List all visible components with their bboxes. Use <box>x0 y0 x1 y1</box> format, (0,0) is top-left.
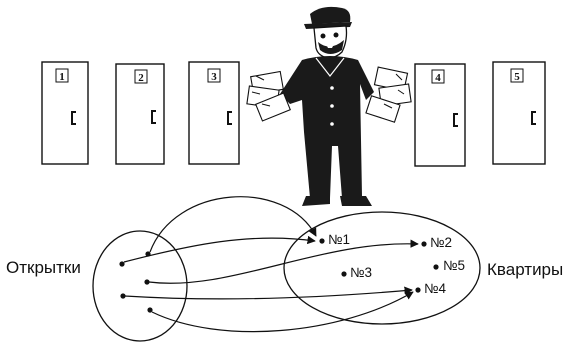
door-number: 3 <box>211 71 217 83</box>
door-handle-icon <box>227 111 232 125</box>
set-label-apartments: Квартиры <box>487 260 563 279</box>
apartment-dot <box>433 264 439 270</box>
door-handle-icon <box>453 113 458 127</box>
postman-illustration <box>246 6 412 206</box>
door-number: 2 <box>138 72 144 84</box>
door-5: 5 <box>492 61 546 165</box>
mapping-arrow <box>123 235 316 263</box>
mapping-arrow <box>124 286 413 300</box>
envelopes-left-icon <box>246 70 291 122</box>
door-number-box <box>134 69 148 84</box>
apartment-label-2: №2 <box>430 235 452 250</box>
apartment-dot <box>415 287 421 293</box>
postcards-set <box>92 230 188 342</box>
postcard-dot <box>120 293 126 299</box>
door-number: 4 <box>435 72 441 84</box>
postcard-dot <box>147 307 153 313</box>
door-handle-icon <box>71 111 76 125</box>
mapping-arrow <box>149 196 317 253</box>
door-2: 2 <box>115 63 165 165</box>
postcard-dot <box>119 261 125 267</box>
envelopes-right-icon <box>365 66 412 123</box>
apartment-label-1: №1 <box>328 232 350 247</box>
door-number-box <box>431 69 445 84</box>
mapping-arrow <box>148 239 419 284</box>
coat <box>280 56 374 198</box>
apartment-label-4: №4 <box>424 281 446 296</box>
apartment-dot <box>341 271 347 277</box>
apartment-label-5: №5 <box>443 258 465 273</box>
cap-icon <box>310 6 351 24</box>
door-handle-icon <box>151 110 156 124</box>
apartment-dot <box>421 241 427 247</box>
door-3: 3 <box>188 61 240 165</box>
door-handle-icon <box>531 111 536 125</box>
mapping-arrow <box>151 291 414 333</box>
door-1: 1 <box>41 61 89 165</box>
door-number: 5 <box>514 71 520 83</box>
door-number-box <box>55 68 69 83</box>
door-number-box <box>207 68 221 83</box>
set-label-postcards: Открытки <box>6 258 81 277</box>
door-4: 4 <box>414 63 466 167</box>
apartment-dot <box>319 238 325 244</box>
door-number-box <box>510 68 524 83</box>
apartments-set <box>283 211 481 325</box>
door-number: 1 <box>59 71 65 83</box>
postcard-dot <box>144 279 150 285</box>
apartment-label-3: №3 <box>350 265 372 280</box>
